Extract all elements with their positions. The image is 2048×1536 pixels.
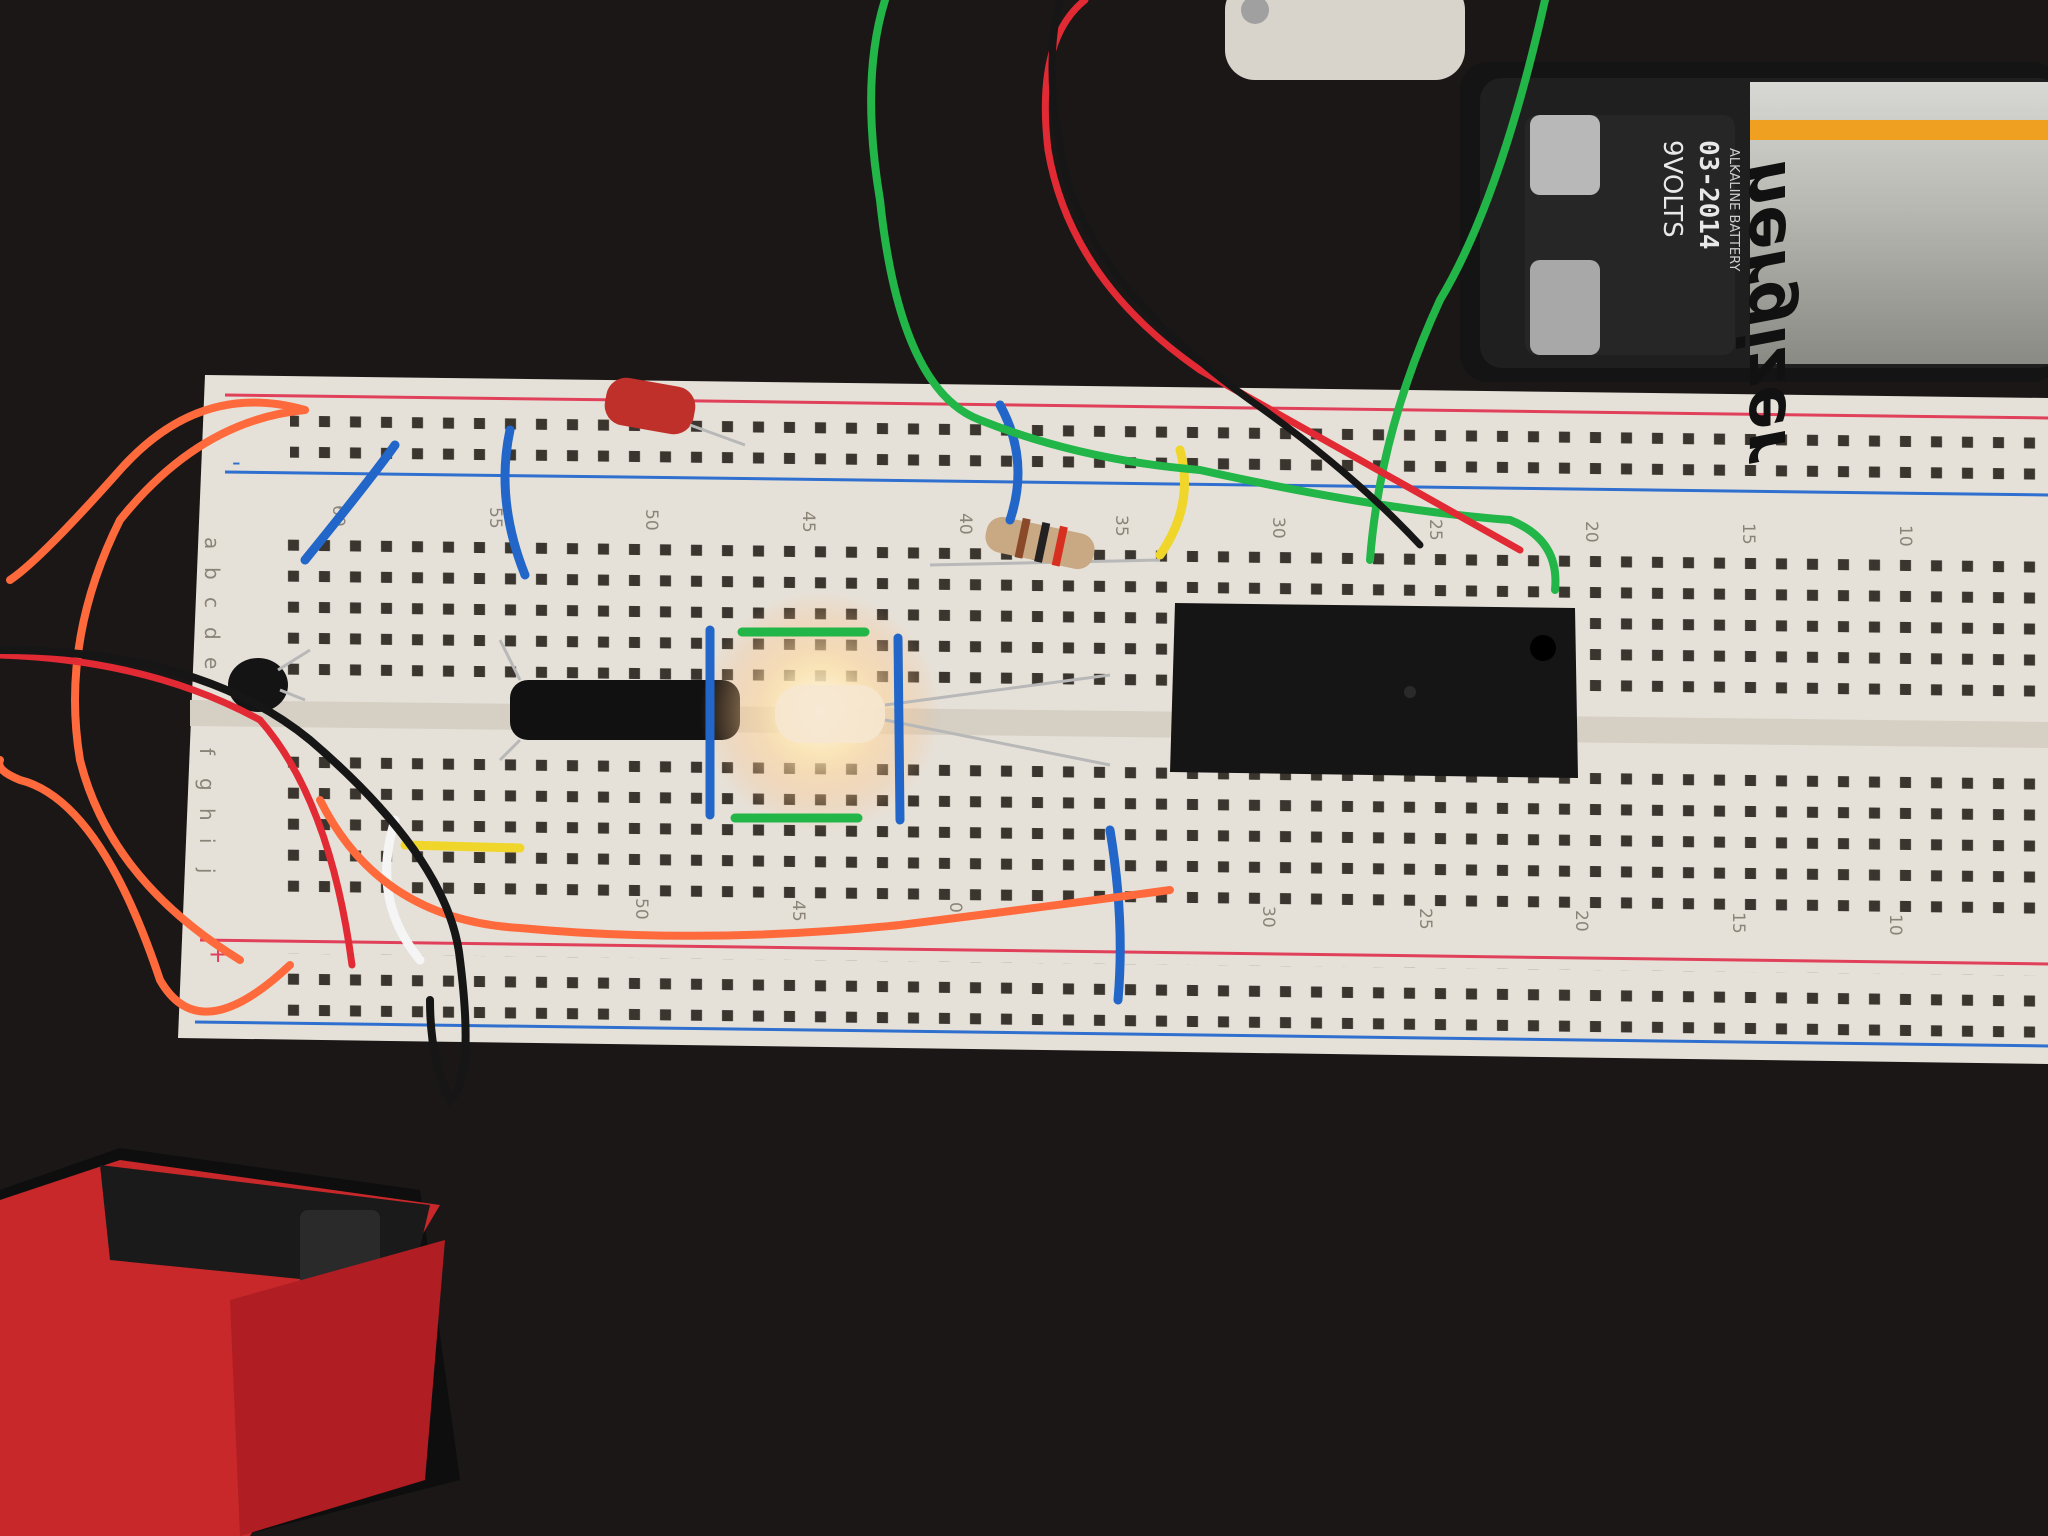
svg-text:0: 0: [945, 902, 965, 913]
svg-text:25: 25: [1425, 519, 1445, 541]
bottom-power-rail-holes: [285, 953, 2048, 1042]
motor: [1225, 0, 1465, 80]
row-letters-bottom: f g h i j: [195, 748, 219, 874]
svg-text:a: a: [200, 537, 224, 549]
svg-text:j: j: [195, 867, 219, 874]
svg-text:b: b: [200, 567, 224, 580]
svg-text:20: 20: [1581, 521, 1601, 543]
svg-text:f: f: [195, 748, 219, 756]
minus-sign: -: [232, 448, 241, 476]
svg-text:35: 35: [1111, 515, 1131, 537]
battery-voltage: 9VOLTS: [1657, 140, 1687, 238]
battery-top: 9VOLTS 03-2014 ALKALINE BATTERY nergizer: [1460, 62, 2048, 464]
battery-top-terminal-snap: [1530, 115, 1600, 195]
relay: [1170, 603, 1578, 778]
svg-text:30: 30: [1268, 517, 1288, 539]
row-letters-top: a b c d e: [200, 537, 224, 669]
svg-text:15: 15: [1738, 523, 1758, 545]
top-red-rail-line: [224, 393, 2048, 420]
battery-top-terminal-ring: [1530, 260, 1600, 355]
svg-text:10: 10: [1885, 914, 1905, 936]
column-numbers-bottom: 50 45 0 30 25 20 15 10: [631, 898, 1905, 936]
jumper-wires: [300, 400, 1189, 1005]
svg-text:c: c: [200, 597, 224, 608]
svg-text:45: 45: [798, 511, 818, 533]
svg-text:20: 20: [1571, 910, 1591, 932]
svg-text:10: 10: [1895, 525, 1915, 547]
top-power-rail-holes: [290, 405, 2048, 494]
svg-text:45: 45: [788, 900, 808, 922]
svg-text:i: i: [195, 838, 219, 844]
svg-text:h: h: [195, 808, 219, 821]
svg-text:50: 50: [631, 898, 651, 920]
battery-bottom: [0, 1148, 460, 1536]
svg-text:55: 55: [485, 507, 505, 529]
svg-text:40: 40: [955, 513, 975, 535]
svg-text:30: 30: [1258, 906, 1278, 928]
battery-brand: nergizer: [1727, 160, 1801, 464]
terminal-strip-bottom: [275, 743, 2048, 926]
svg-text:15: 15: [1728, 912, 1748, 934]
capacitor: [604, 377, 746, 447]
svg-text:d: d: [200, 627, 224, 640]
svg-text:50: 50: [641, 509, 661, 531]
top-blue-rail-line: [224, 470, 2048, 497]
svg-text:e: e: [200, 657, 224, 669]
led-lit: [700, 592, 1111, 832]
resistor: [929, 516, 1161, 570]
svg-text:25: 25: [1415, 908, 1435, 930]
svg-text:g: g: [195, 778, 219, 791]
battery-type: ALKALINE BATTERY: [1726, 148, 1741, 271]
heatshrink-sensor: [498, 639, 740, 762]
battery-date-code: 03-2014: [1693, 140, 1723, 250]
bottom-blue-rail-line: [194, 1020, 2048, 1048]
long-wires: [0, 0, 1560, 1016]
breadboard: - + a b c d e f g h i j 60 55 50 45 40 3…: [178, 375, 2048, 1064]
